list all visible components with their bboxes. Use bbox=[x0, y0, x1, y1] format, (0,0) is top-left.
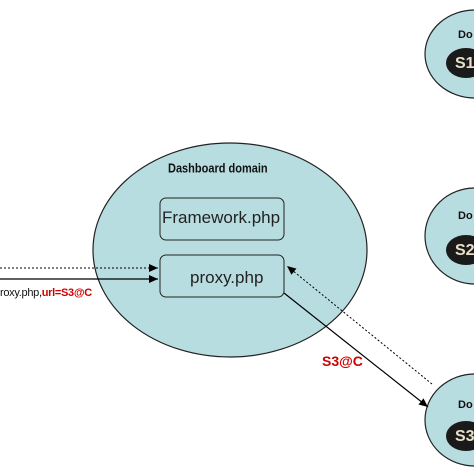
remote-domain-3-title: Do bbox=[458, 399, 473, 411]
proxy-to-s3-arrow bbox=[283, 292, 429, 408]
proxy-box bbox=[159, 254, 285, 298]
proxy-label: proxy.php bbox=[190, 268, 264, 287]
framework-label: Framework.php bbox=[162, 208, 281, 227]
remote-domain-3-ellipse bbox=[424, 373, 474, 467]
framework-box bbox=[159, 197, 285, 241]
server-s1-label: S1 bbox=[455, 55, 474, 72]
remote-domain-2-title: Do bbox=[458, 210, 473, 222]
server-s3-badge bbox=[446, 421, 474, 451]
server-s1-badge bbox=[446, 48, 474, 78]
remote-domain-1-title: Do bbox=[458, 29, 473, 41]
proxy-call-param: url=S3@C bbox=[41, 287, 93, 299]
s3-to-proxy-arrow bbox=[286, 265, 433, 385]
proxy-call-label: roxy.php,url=S3@C bbox=[0, 287, 92, 299]
return-label: S3@C bbox=[322, 353, 363, 369]
dashboard-domain-ellipse bbox=[92, 142, 368, 358]
server-s2-label: S2 bbox=[455, 242, 474, 259]
dashboard-domain-title: Dashboard domain bbox=[168, 162, 268, 176]
server-s3-label: S3 bbox=[455, 428, 474, 445]
server-s2-badge bbox=[446, 235, 474, 265]
proxy-call-prefix: roxy.php, bbox=[0, 287, 42, 299]
